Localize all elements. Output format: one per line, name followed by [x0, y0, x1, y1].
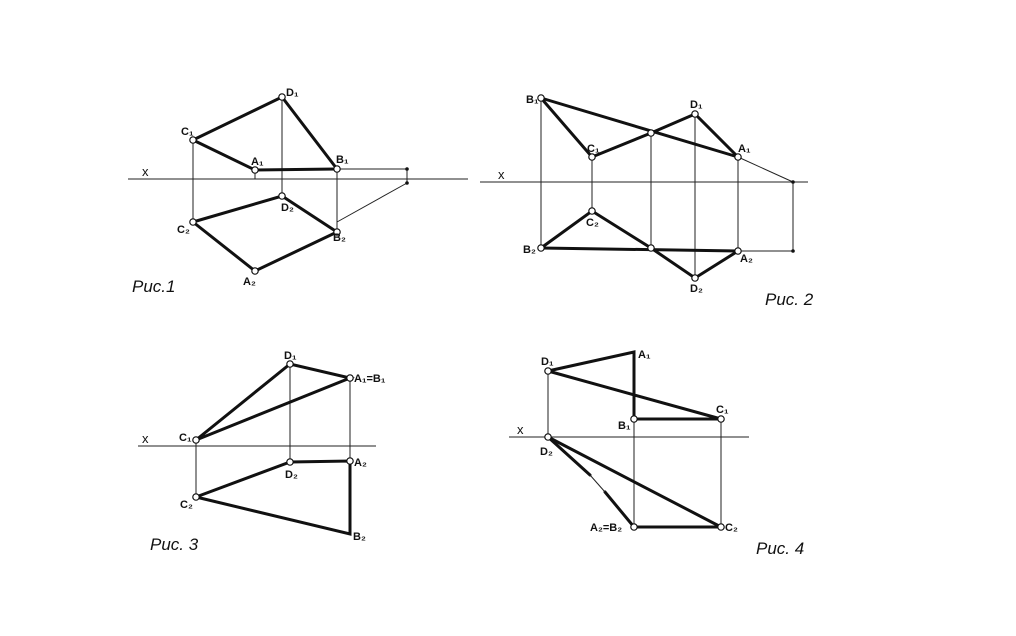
figure-caption: Рис.1	[132, 277, 175, 296]
label-d2: D₂	[690, 283, 703, 295]
point-b1	[630, 415, 638, 423]
figure-caption: Рис. 3	[150, 535, 199, 554]
label-d1: D₁	[541, 356, 554, 368]
edge-d2-ab2-thin	[589, 474, 606, 493]
point-d1	[544, 367, 552, 375]
point-k2	[647, 244, 655, 252]
point-c1	[717, 415, 725, 423]
axis-x-label: x	[142, 164, 149, 179]
point-a1	[734, 153, 742, 161]
construction-line	[737, 156, 794, 183]
point-b1	[333, 165, 341, 173]
label-d2: D₂	[285, 469, 298, 481]
point-c2	[717, 523, 725, 531]
label-d2: D₂	[281, 202, 294, 214]
axis-x-label: x	[517, 422, 524, 437]
label-c2: C₂	[180, 499, 193, 511]
point-a1	[251, 166, 259, 174]
point-a2-b2	[630, 523, 638, 531]
label-b2: B₂	[523, 244, 536, 256]
point-b2	[537, 244, 545, 252]
point-k1	[647, 129, 655, 137]
edge-b1-a1	[539, 96, 740, 159]
label-b1: B₁	[336, 154, 349, 166]
point-c2	[588, 207, 596, 215]
label-a2-b2: A₂=B₂	[590, 522, 622, 534]
edge-c1-d1-b1	[191, 95, 339, 171]
point-a2	[346, 457, 354, 465]
label-a1: A₁	[251, 156, 264, 168]
edge-d2-ab2	[546, 435, 592, 477]
figure-1: x D₁ C₁ A₁ B₁ D₂ C₂ B₂ A₂ Рис	[128, 87, 468, 296]
edge-c2-d2-b2	[191, 194, 339, 234]
axis-x-label: x	[498, 167, 505, 182]
edge-c2-a2-b2	[191, 220, 339, 273]
label-b1: B₁	[618, 420, 631, 432]
label-b1: B₁	[526, 94, 539, 106]
figure-3: x D₁ A₁=B₁ C₁ A₂ D₂ C₂ B₂ Рис. 3	[138, 350, 386, 554]
marker-dot	[791, 180, 795, 184]
point-c2	[192, 493, 200, 501]
edge-d2-ab2	[603, 490, 636, 529]
polygon-d1-a1-b1-c1	[546, 350, 722, 421]
label-c1: C₁	[179, 432, 192, 444]
point-b2	[333, 228, 341, 236]
point-d2	[544, 433, 552, 441]
point-d1	[691, 110, 699, 118]
figure-caption: Рис. 2	[765, 290, 814, 309]
point-d2	[691, 274, 699, 282]
label-c1: C₁	[716, 404, 729, 416]
figure-caption: Рис. 4	[756, 539, 804, 558]
figure-4: x D₁ A₁ C₁ B₁ D₂ A₂=B₂ C₂ Рис. 4	[509, 349, 804, 558]
point-b1	[537, 94, 545, 102]
edge-b2-c2-d2-a2	[539, 209, 740, 280]
label-c2: C₂	[177, 224, 190, 236]
point-d1	[286, 360, 294, 368]
point-c2	[189, 218, 197, 226]
edge-d2-c2	[546, 435, 723, 529]
marker-dot	[791, 249, 795, 253]
label-b2: B₂	[353, 531, 366, 543]
label-a1: A₁	[738, 143, 751, 155]
point-d1	[278, 93, 286, 101]
edge-c1-a1-b1	[191, 138, 339, 172]
marker-dot	[405, 181, 409, 185]
label-d2: D₂	[540, 446, 553, 458]
construction-line	[336, 182, 408, 223]
point-d2	[278, 192, 286, 200]
point-c1	[192, 436, 200, 444]
triangle-c1-d1-ab1	[194, 362, 355, 442]
point-c1	[189, 136, 197, 144]
point-d2	[286, 458, 294, 466]
label-a2: A₂	[354, 457, 367, 469]
label-c2: C₂	[725, 522, 738, 534]
label-d1: D₁	[690, 99, 703, 111]
label-d1: D₁	[286, 87, 299, 99]
label-d1: D₁	[284, 350, 297, 362]
axis-x-label: x	[142, 431, 149, 446]
point-c1	[588, 153, 596, 161]
quadrilateral-c2-d2-a2-b2	[194, 459, 352, 536]
marker-dot	[405, 167, 409, 171]
label-c2: C₂	[586, 217, 599, 229]
label-a1-b1: A₁=B₁	[354, 373, 386, 385]
label-a2: A₂	[740, 253, 753, 265]
point-a2	[251, 267, 259, 275]
edge-b2-a2	[539, 246, 740, 253]
figure-2: x B₁ D₁ C₁ A₁ C₂ B₂ A₂	[480, 94, 814, 309]
label-c1: C₁	[587, 143, 600, 155]
label-a2: A₂	[243, 276, 256, 288]
label-a1: A₁	[638, 349, 651, 361]
point-a1-b1	[346, 374, 354, 382]
point-a2	[734, 247, 742, 255]
label-b2: B₂	[333, 232, 346, 244]
label-c1: C₁	[181, 126, 194, 138]
